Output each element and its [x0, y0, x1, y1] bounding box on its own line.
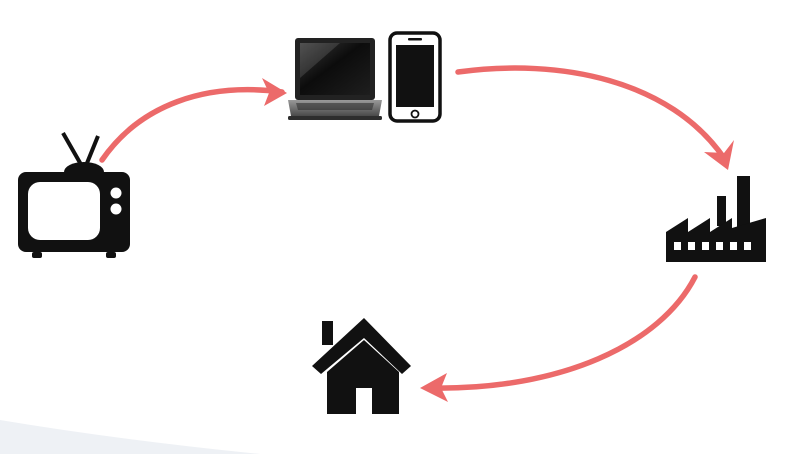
arrow-factory-to-house: [420, 274, 698, 402]
arrow-phone-to-factory: [455, 65, 734, 170]
background-tint: [0, 420, 260, 454]
house-icon: [312, 318, 411, 414]
factory-icon: [666, 176, 766, 262]
tv-icon: [18, 132, 130, 258]
laptop-icon: [288, 38, 382, 120]
arrow-tv-to-laptop: [99, 78, 287, 163]
phone-icon: [388, 31, 442, 123]
